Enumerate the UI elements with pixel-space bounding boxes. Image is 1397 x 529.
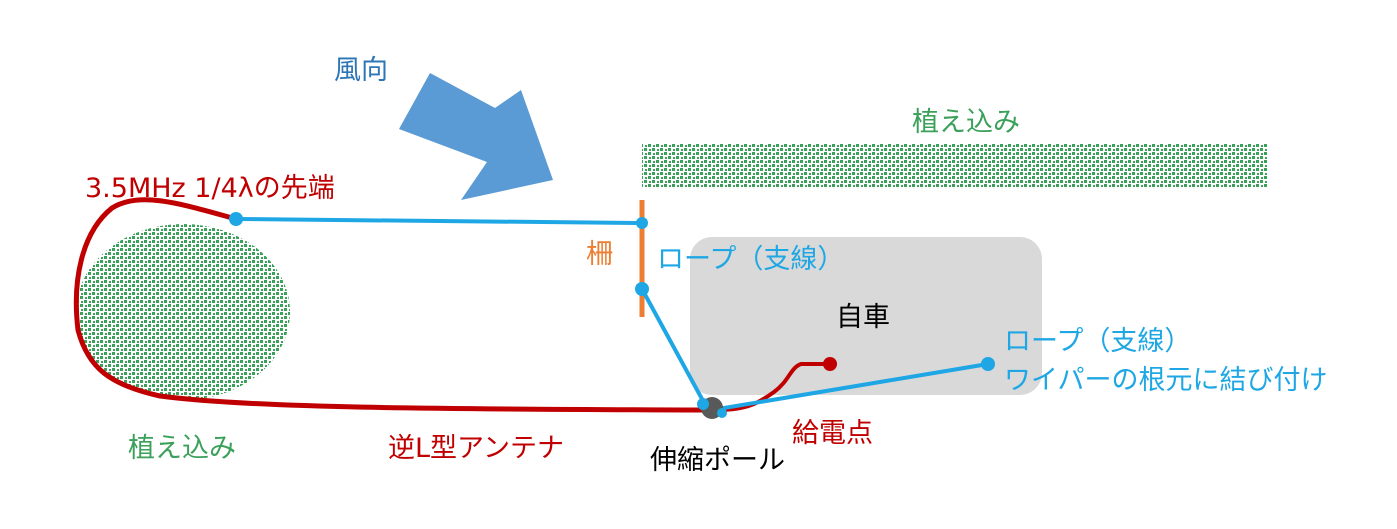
fence-rope-dot	[635, 282, 649, 296]
rope-top-line	[235, 217, 643, 225]
fence-top-dot	[636, 217, 648, 229]
antenna-wire	[73, 197, 703, 413]
car-label: 自車	[836, 302, 890, 333]
rope-to-car-line	[711, 362, 989, 412]
wind-arrow	[399, 73, 553, 200]
wiper-dot	[981, 357, 995, 371]
fence-label: 柵	[586, 239, 613, 270]
car-shape	[690, 237, 1042, 395]
wind-label: 風向	[334, 55, 388, 86]
antenna-label: 逆L型アンテナ	[388, 433, 564, 464]
antenna-tip-dot	[229, 212, 243, 226]
rope-label-2-line1: ロープ（支線）	[1004, 326, 1192, 357]
feed-point-dot	[823, 357, 837, 371]
rope-label-2-line2: ワイパーの根元に結び付け	[1004, 365, 1328, 396]
rope-to-pole-line	[640, 288, 710, 411]
hedge-top-shape	[642, 143, 1267, 187]
pole-rope-dot	[717, 408, 727, 418]
hedge-left-label: 植え込み	[128, 433, 236, 464]
rope-label-1: ロープ（支線）	[657, 244, 845, 275]
pole-top-dot	[697, 398, 709, 410]
feed-point-label: 給電点	[792, 418, 873, 449]
hedge-top-label: 植え込み	[912, 107, 1020, 138]
antenna-tip-label: 3.5MHz 1/4λの先端	[85, 173, 335, 204]
pole-label: 伸縮ポール	[650, 445, 785, 476]
feed-wire	[717, 362, 830, 412]
hedge-left-shape	[76, 224, 290, 400]
